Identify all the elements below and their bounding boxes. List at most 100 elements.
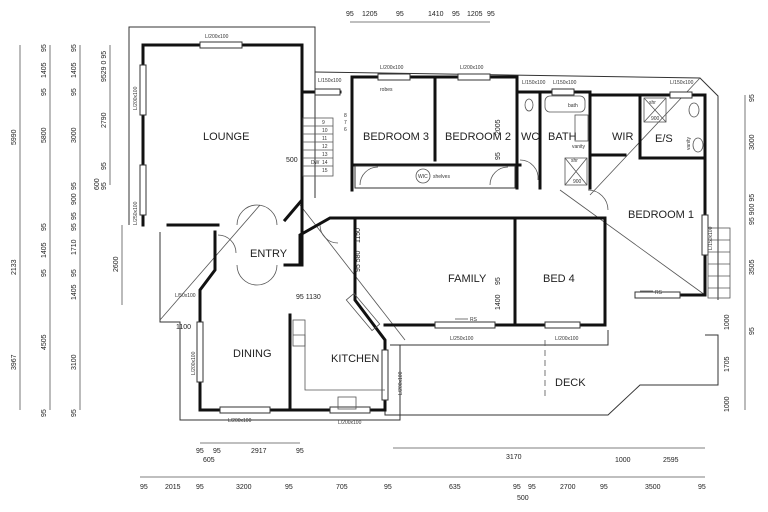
dimension: 3000 xyxy=(749,134,756,150)
window-label: L/200x100 xyxy=(398,371,404,395)
stair-number: 9 xyxy=(322,120,325,126)
dimension: 2005 xyxy=(495,119,502,135)
window-label: L/200x100 xyxy=(191,351,197,375)
room-kitchen: KITCHEN xyxy=(331,353,379,365)
room-family: FAMILY xyxy=(448,273,487,285)
dimension: 635 xyxy=(449,484,461,491)
stair-number: 14 xyxy=(322,160,328,166)
dimension: 95 xyxy=(41,88,48,96)
dimension: 95 xyxy=(495,152,502,160)
dimension: 95 xyxy=(71,212,78,220)
shelves-label: shelves xyxy=(433,174,450,180)
window-label: L/150x100 xyxy=(553,80,577,86)
room-lounge: LOUNGE xyxy=(203,131,249,143)
dimension: 95 xyxy=(71,269,78,277)
dimension: 95 xyxy=(41,223,48,231)
window-label: L/200x100 xyxy=(555,336,579,342)
dimension: 2600 xyxy=(113,256,120,272)
robes-label: robes xyxy=(380,87,393,93)
shower-label: shr xyxy=(649,100,656,106)
dimension: 705 xyxy=(336,484,348,491)
walls xyxy=(141,43,707,412)
room-deck: DECK xyxy=(555,377,586,389)
dimension: 95 xyxy=(71,88,78,96)
dimension: 1000 xyxy=(724,314,731,330)
window-label: L/150x100 xyxy=(318,78,342,84)
window-label: L/150x100 xyxy=(670,80,694,86)
shower-size: 900 xyxy=(573,179,582,185)
stair-number: 6 xyxy=(344,127,347,133)
dimension: 2595 xyxy=(663,457,679,464)
dimension: 1405 xyxy=(41,242,48,258)
bath-label: bath xyxy=(568,103,578,109)
shower xyxy=(564,157,588,186)
dimension: 3170 xyxy=(506,454,522,461)
dimensions-right: 95 3000 95 900 95 3505 1000 95 1705 1000 xyxy=(724,94,756,412)
window-label: L/250x100 xyxy=(133,201,139,225)
dimension: 95 xyxy=(528,484,536,491)
room-bedroom-3: BEDROOM 3 xyxy=(363,131,429,143)
doors xyxy=(217,159,609,286)
dimension: 95 xyxy=(41,269,48,277)
dimension: 95 580 xyxy=(355,250,362,272)
room-bedroom-1: BEDROOM 1 xyxy=(628,209,694,221)
room-wc: WC xyxy=(521,131,539,143)
vanity-label: vanity xyxy=(686,136,692,150)
dimension: 4505 xyxy=(41,334,48,350)
dimension: 1405 xyxy=(71,284,78,300)
stair-number: 8 xyxy=(344,113,347,119)
dimension: 1710 xyxy=(71,239,78,255)
room-bedroom-2: BEDROOM 2 xyxy=(445,131,511,143)
dimension: 95 xyxy=(101,162,108,170)
window-label: L/200x100 xyxy=(228,418,252,424)
dimensions-interior: 500 2005 95 1150 95 580 95 1130 1400 95 … xyxy=(176,119,502,331)
stair-number: 7 xyxy=(344,120,347,126)
dimension: 95 xyxy=(41,409,48,417)
vanity xyxy=(574,114,589,142)
dimension: 5990 xyxy=(11,129,18,145)
window-labels: L/200x100 L/150x100 L/200x100 L/200x100 … xyxy=(133,34,714,426)
dimension: 900 xyxy=(71,193,78,205)
dimension: 1705 xyxy=(724,356,731,372)
bathtub xyxy=(544,95,586,113)
window-label: L/150x100 xyxy=(522,80,546,86)
dimension: 2133 xyxy=(11,259,18,275)
dimension-lines xyxy=(19,21,746,478)
stair-number: 12 xyxy=(322,144,328,150)
dimension: 2790 xyxy=(101,112,108,128)
room-wir: WIR xyxy=(612,131,633,143)
dimension: 600 xyxy=(94,178,101,190)
dimension: 95 xyxy=(196,448,204,455)
room-bed-4: BED 4 xyxy=(543,273,575,285)
dimension: 95 xyxy=(495,277,502,285)
dimension: 1405 xyxy=(41,62,48,78)
dimension: 95 xyxy=(749,327,756,335)
dimension: 95 xyxy=(749,94,756,102)
dimension: 95 xyxy=(196,484,204,491)
dimension: 9529 0 95 xyxy=(101,51,108,82)
dimension: 2700 xyxy=(560,484,576,491)
dimension: 3505 xyxy=(749,259,756,275)
dimension: 1410 xyxy=(428,11,444,18)
dimension: 95 xyxy=(71,409,78,417)
stair-number: 15 xyxy=(322,168,328,174)
window-label: L/200x100 xyxy=(205,34,229,40)
dimension: 1405 xyxy=(71,62,78,78)
stair-number: DW xyxy=(311,160,320,166)
dimension: 95 xyxy=(396,11,404,18)
window-label: L/150x100 xyxy=(708,226,714,250)
dimension: 95 xyxy=(71,44,78,52)
fixtures: bath vanity shr 900 shr 900 vanity WIC s… xyxy=(292,87,704,410)
dimension: 95 xyxy=(140,484,148,491)
shower-size: 900 xyxy=(651,116,660,122)
dimension: 2015 xyxy=(165,484,181,491)
dimension: 500 xyxy=(517,495,529,502)
wic-label: WIC xyxy=(418,174,428,180)
dimension: 95 xyxy=(213,448,221,455)
windows xyxy=(139,41,709,414)
window-label: L/200x100 xyxy=(380,65,404,71)
dimension: 1150 xyxy=(355,228,362,243)
dimension: 95 xyxy=(41,44,48,52)
dimension: 3000 xyxy=(71,127,78,143)
